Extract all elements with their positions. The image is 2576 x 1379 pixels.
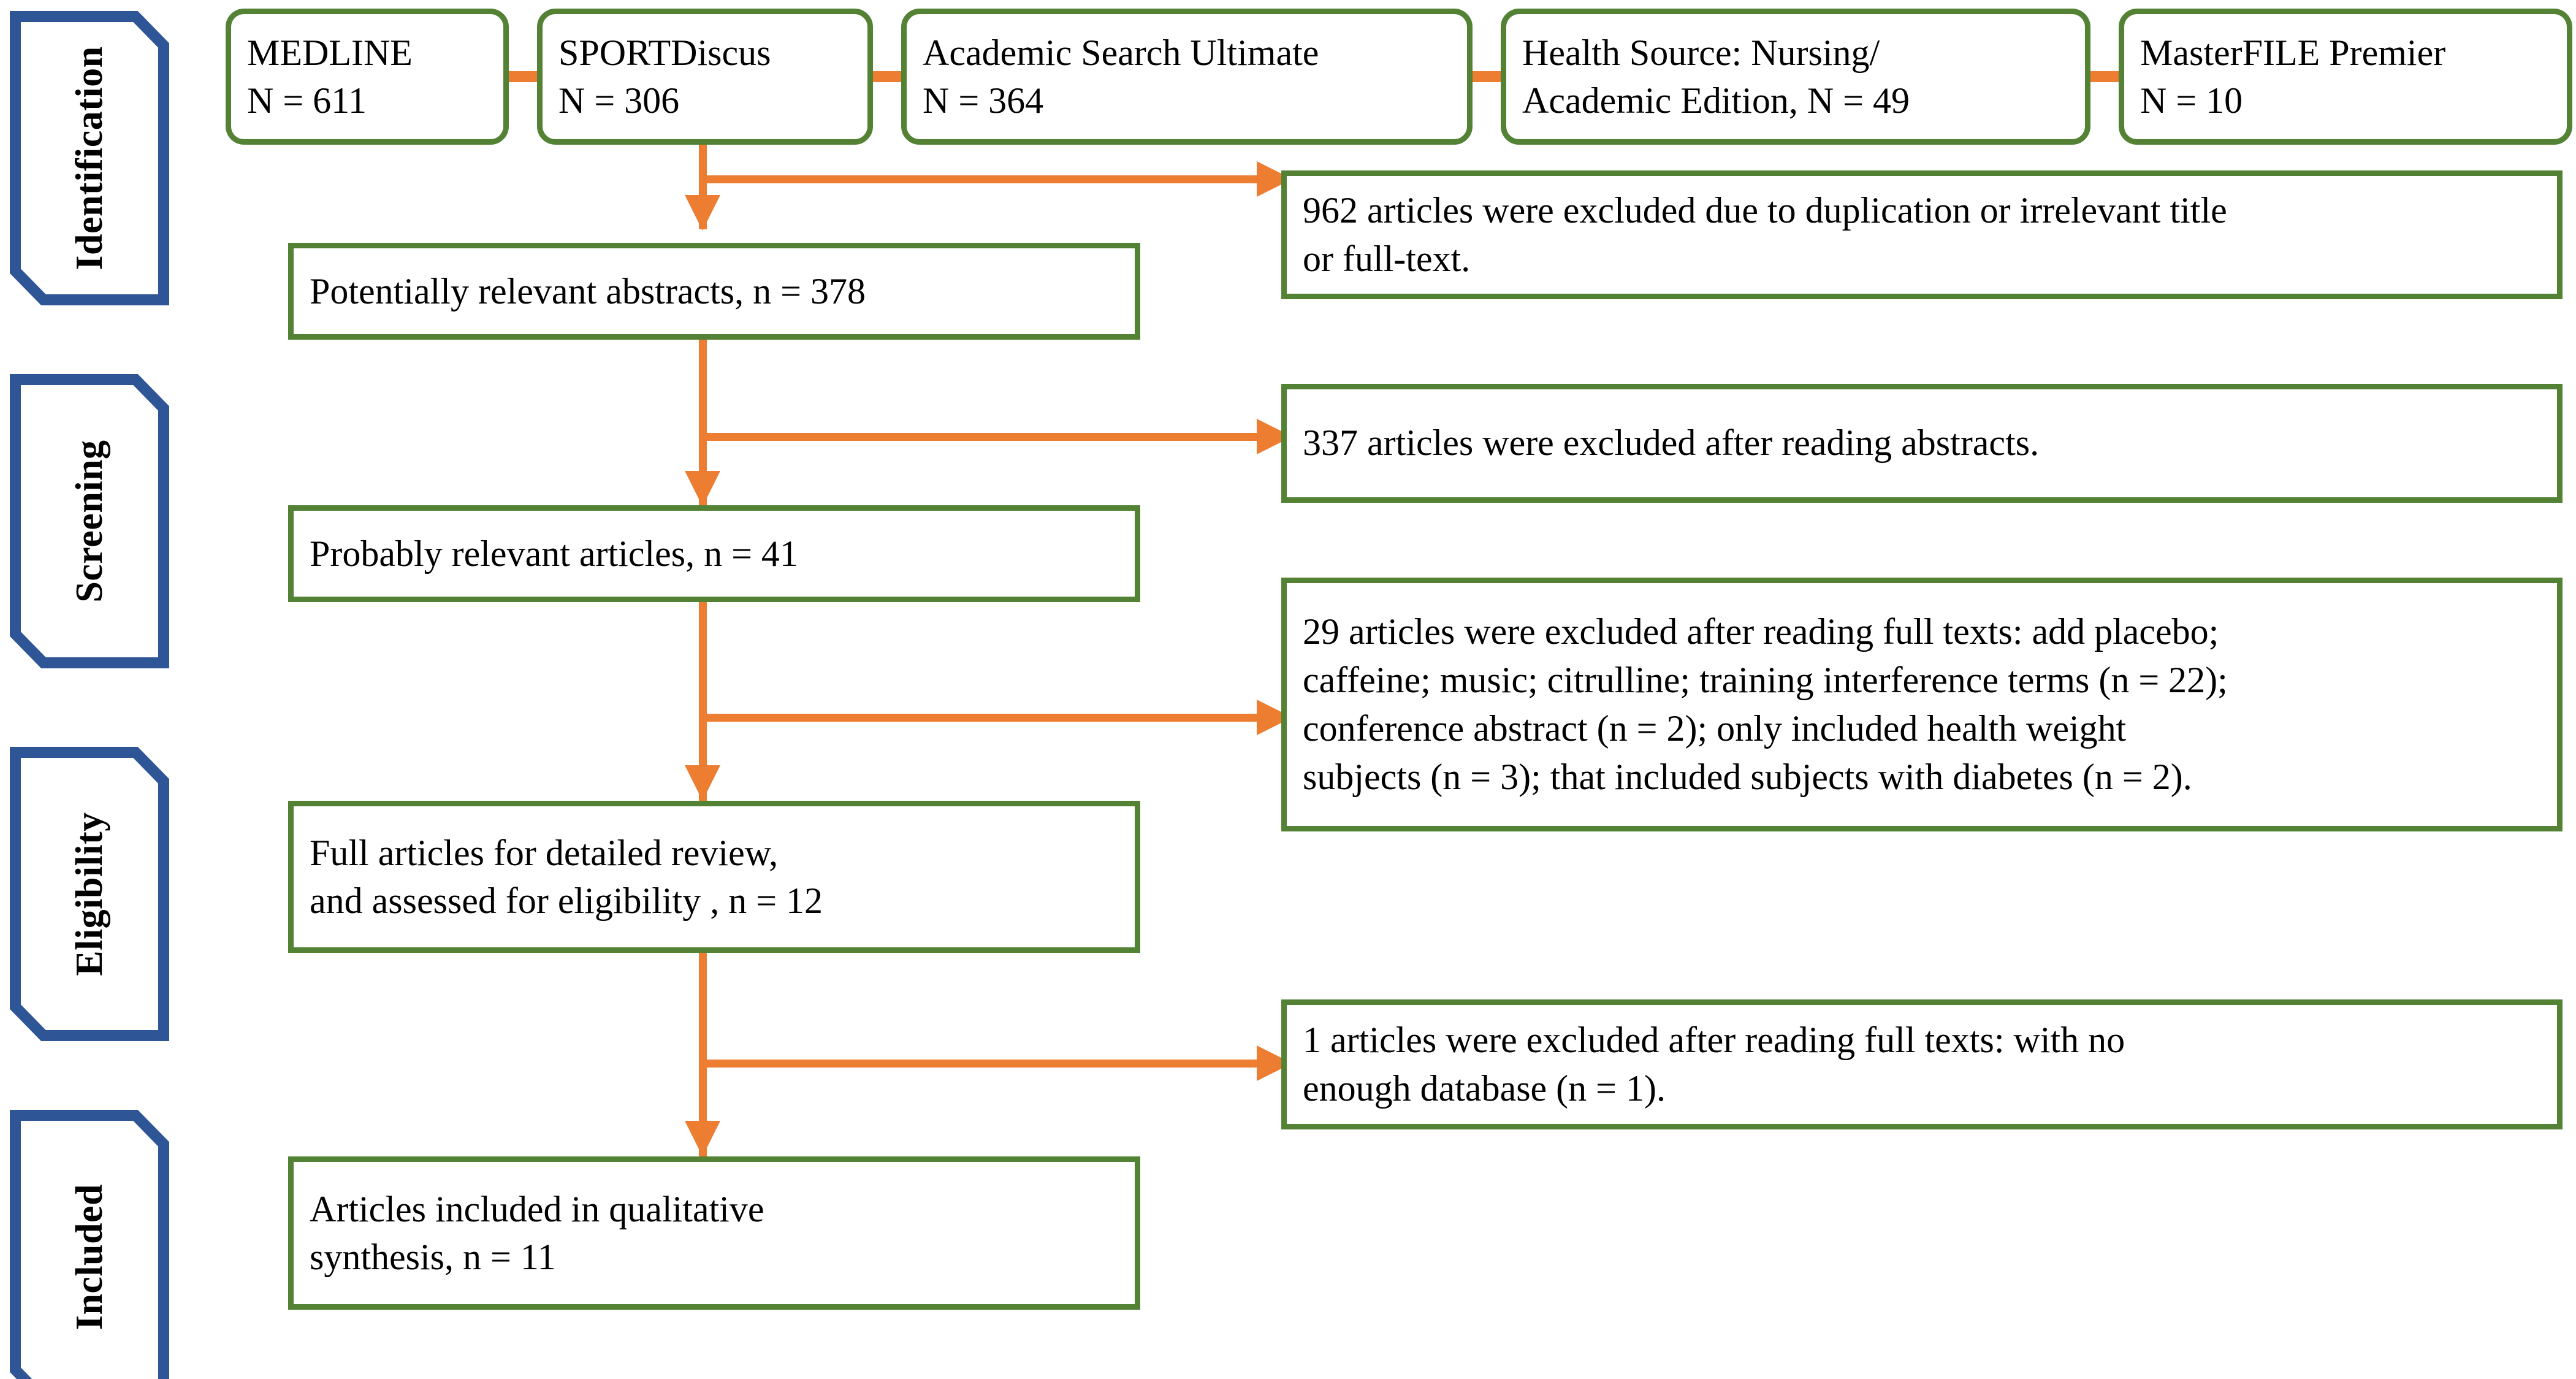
exclusion-abstracts-line-1: 337 articles were excluded after reading… bbox=[1303, 422, 2040, 464]
connector-horizontal-exclusion-database bbox=[699, 1060, 1292, 1068]
exclusion-duplication-line-2: or full-text. bbox=[1303, 239, 1471, 279]
db-connector-3 bbox=[1473, 71, 1501, 82]
exclusion-box-duplication: 962 articles were excluded due to duplic… bbox=[1281, 170, 2563, 299]
stage-banner-included: Included bbox=[10, 1110, 169, 1379]
pennant-shape-icon bbox=[10, 11, 169, 305]
pennant-shape-icon bbox=[10, 747, 169, 1041]
exclusion-box-fulltext: 29 articles were excluded after reading … bbox=[1281, 578, 2563, 831]
flow-text-included-line-1: Articles included in qualitative bbox=[310, 1189, 764, 1229]
database-name-health-source: Health Source: Nursing/ bbox=[1522, 32, 1880, 73]
arrow-down-to-abstracts bbox=[685, 195, 720, 231]
exclusion-fulltext-line-1: 29 articles were excluded after reading … bbox=[1303, 611, 2219, 652]
database-name-masterfile-premier: MasterFILE Premier bbox=[2140, 32, 2446, 73]
database-count-academic-search-ultimate: N = 364 bbox=[923, 80, 1044, 121]
stage-banner-screening: Screening bbox=[10, 374, 169, 668]
database-box-sportdiscus: SPORTDiscus N = 306 bbox=[537, 9, 873, 145]
flow-text-full-articles-line-2: and assessed for eligibility , n = 12 bbox=[310, 880, 823, 921]
stage-label-identification: Identification bbox=[68, 46, 110, 270]
database-count-health-source: Academic Edition, N = 49 bbox=[1522, 80, 1910, 121]
stage-banner-eligibility: Eligibility bbox=[10, 747, 169, 1041]
flow-box-articles-included: Articles included in qualitative synthes… bbox=[288, 1156, 1140, 1310]
arrow-down-to-probably-relevant bbox=[685, 471, 720, 506]
flow-box-full-articles: Full articles for detailed review, and a… bbox=[288, 801, 1140, 953]
arrow-down-to-full-articles bbox=[685, 765, 720, 801]
flow-text-included-line-2: synthesis, n = 11 bbox=[310, 1237, 556, 1277]
database-box-health-source: Health Source: Nursing/ Academic Edition… bbox=[1501, 9, 2090, 145]
database-box-masterfile-premier: MasterFILE Premier N = 10 bbox=[2119, 9, 2572, 145]
connector-horizontal-exclusion-abstracts bbox=[699, 433, 1292, 441]
arrow-down-to-included bbox=[685, 1121, 720, 1156]
stage-label-included: Included bbox=[68, 1183, 110, 1331]
exclusion-database-line-1: 1 articles were excluded after reading f… bbox=[1303, 1019, 2125, 1060]
db-connector-1 bbox=[509, 71, 537, 82]
database-box-medline: MEDLINE N = 611 bbox=[226, 9, 509, 145]
database-name-academic-search-ultimate: Academic Search Ultimate bbox=[923, 32, 1319, 73]
connector-horizontal-exclusion-duplication bbox=[699, 175, 1292, 183]
pennant-shape-icon bbox=[10, 374, 169, 668]
flow-box-potentially-relevant-abstracts: Potentially relevant abstracts, n = 378 bbox=[288, 243, 1140, 340]
stage-label-screening: Screening bbox=[68, 440, 110, 603]
database-count-masterfile-premier: N = 10 bbox=[2140, 80, 2243, 121]
database-box-academic-search-ultimate: Academic Search Ultimate N = 364 bbox=[901, 9, 1473, 145]
connector-vertical-included bbox=[699, 953, 707, 1156]
database-name-medline: MEDLINE bbox=[247, 32, 413, 73]
db-connector-2 bbox=[873, 71, 901, 82]
exclusion-fulltext-line-3: conference abstract (n = 2); only includ… bbox=[1303, 708, 2127, 749]
exclusion-box-database: 1 articles were excluded after reading f… bbox=[1281, 999, 2563, 1129]
db-connector-4 bbox=[2090, 71, 2119, 82]
exclusion-fulltext-line-4: subjects (n = 3); that included subjects… bbox=[1303, 757, 2192, 798]
stage-banner-identification: Identification bbox=[10, 11, 169, 305]
flow-text-probably-relevant-articles: Probably relevant articles, n = 41 bbox=[310, 533, 798, 574]
stage-label-eligibility: Eligibility bbox=[68, 812, 110, 976]
flow-text-full-articles-line-1: Full articles for detailed review, bbox=[310, 833, 779, 873]
pennant-shape-icon bbox=[10, 1110, 169, 1379]
database-name-sportdiscus: SPORTDiscus bbox=[558, 32, 771, 73]
flow-box-probably-relevant-articles: Probably relevant articles, n = 41 bbox=[288, 505, 1140, 602]
exclusion-box-abstracts: 337 articles were excluded after reading… bbox=[1281, 384, 2563, 503]
exclusion-duplication-line-1: 962 articles were excluded due to duplic… bbox=[1303, 189, 2227, 231]
flow-text-potentially-relevant-abstracts: Potentially relevant abstracts, n = 378 bbox=[310, 271, 866, 311]
connector-horizontal-exclusion-fulltext bbox=[699, 714, 1292, 722]
connector-vertical-eligibility bbox=[699, 602, 707, 801]
database-count-sportdiscus: N = 306 bbox=[558, 80, 680, 121]
exclusion-fulltext-line-2: caffeine; music; citrulline; training in… bbox=[1303, 659, 2228, 700]
database-count-medline: N = 611 bbox=[247, 80, 367, 121]
exclusion-database-line-2: enough database (n = 1). bbox=[1303, 1068, 1666, 1109]
connector-vertical-screening bbox=[699, 340, 707, 506]
